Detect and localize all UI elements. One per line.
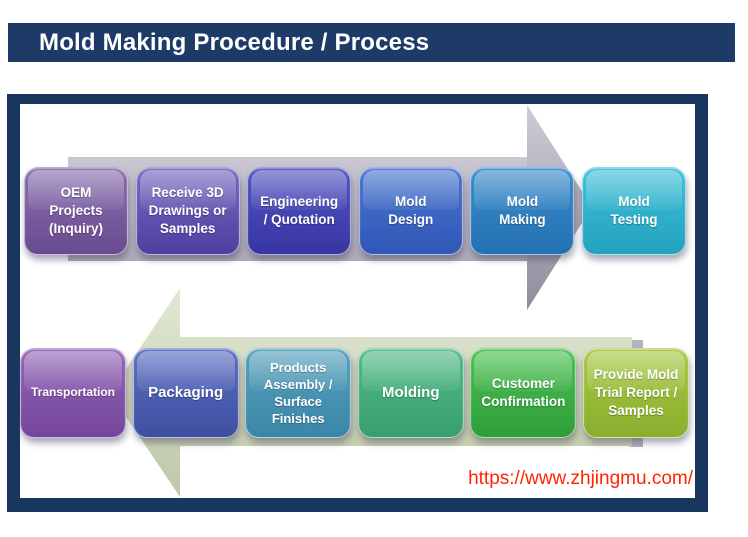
step-label: OEM Projects (Inquiry) [49,185,103,236]
title-bar: Mold Making Procedure / Process [8,23,735,62]
page-title: Mold Making Procedure / Process [39,28,430,56]
step-label: Transportation [30,385,115,400]
step-label: Customer Confirmation [481,376,566,409]
step-customer-confirmation: Customer Confirmation [470,348,577,438]
step-receive-3d-drawings: Receive 3D Drawings or Samples [135,167,240,255]
step-provide-mold-trial-report: Provide Mold Trial Report / Samples [582,348,689,438]
website-url[interactable]: https://www.zhjingmu.com/ [468,468,693,489]
step-mold-making: Mold Making [470,167,575,255]
step-label: Engineering / Quotation [260,194,339,227]
step-transportation: Transportation [20,348,126,438]
step-mold-design: Mold Design [358,167,463,255]
step-label: Molding [382,384,440,402]
top-process-row: OEM Projects (Inquiry) Receive 3D Drawin… [24,167,686,255]
step-label: Packaging [148,384,224,402]
step-mold-testing: Mold Testing [581,167,686,255]
step-molding: Molding [357,348,464,438]
step-label: Receive 3D Drawings or Samples [148,185,227,236]
step-label: Mold Design [388,194,434,227]
step-packaging: Packaging [132,348,239,438]
step-products-assembly-surface-finishes: Products Assembly / Surface Finishes [245,348,352,438]
step-engineering-quotation: Engineering / Quotation [247,167,352,255]
step-label: Mold Testing [610,194,658,227]
step-label: Provide Mold Trial Report / Samples [593,367,679,418]
diagram-frame [7,94,708,512]
step-label: Mold Making [499,194,546,227]
step-label: Products Assembly / Surface Finishes [263,359,333,427]
bottom-process-row: Transportation Packaging Products Assemb… [20,348,689,438]
step-oem-projects: OEM Projects (Inquiry) [24,167,128,255]
